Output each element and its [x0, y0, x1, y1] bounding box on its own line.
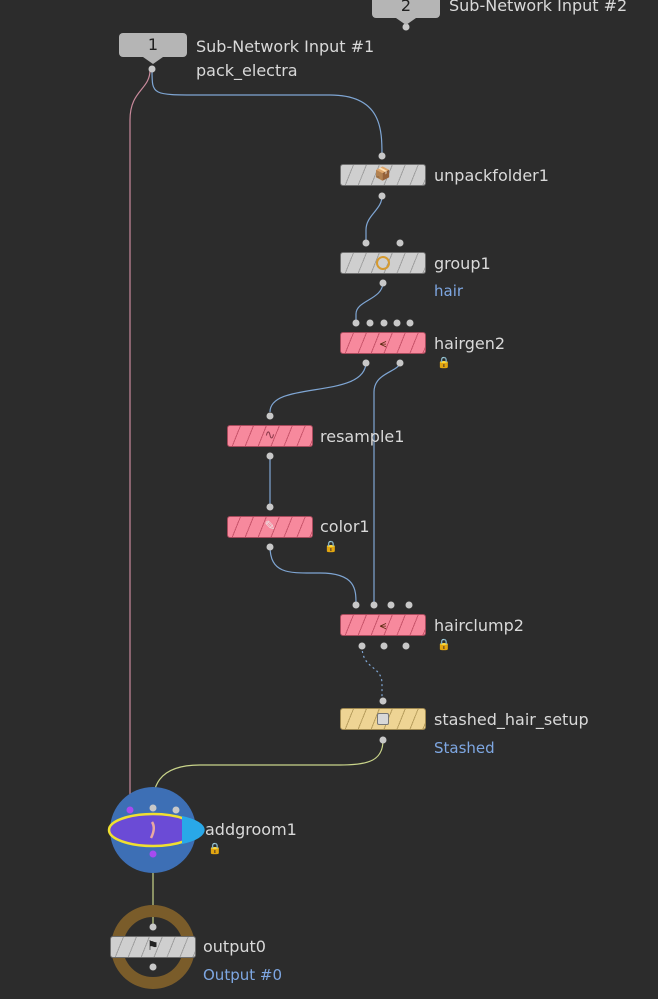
subnet-input-1-comment: pack_electra: [196, 61, 298, 80]
paint-tube-icon: ✎: [264, 519, 276, 534]
stashed-hair-setup-label: stashed_hair_setup: [434, 710, 589, 729]
wire-input1-addgroom1: [129, 69, 151, 810]
group1-label: group1: [434, 254, 491, 273]
hairgen2-label: hairgen2: [434, 334, 506, 353]
wire-stash-addgroom1: [152, 739, 384, 807]
addgroom1-label: addgroom1: [205, 820, 297, 839]
subnet-input-1-number: 1: [147, 35, 159, 54]
checkered-flag-icon: ⚑: [147, 939, 159, 954]
hairclump2-label: hairclump2: [434, 616, 524, 635]
output0-label: output0: [203, 937, 266, 956]
resample1-node[interactable]: ∿: [227, 425, 313, 447]
hair-clump-icon: ⪪: [379, 618, 387, 632]
unpack-folder-icon: 📦: [374, 167, 392, 182]
color1-node[interactable]: ✎: [227, 516, 313, 538]
stashed-hair-setup-comment: Stashed: [434, 739, 495, 757]
group1-node[interactable]: [340, 252, 426, 274]
subnet-input-2[interactable]: 2: [372, 0, 440, 18]
lock-icon: 🔒: [324, 540, 338, 553]
stashed-hair-setup-node[interactable]: [340, 708, 426, 730]
lock-icon: 🔒: [208, 842, 222, 855]
lock-icon: 🔒: [437, 356, 451, 369]
wire-hairclump2-stash: [361, 645, 383, 700]
wire-input1-unpackfolder1: [151, 69, 383, 157]
subnet-input-1-label: Sub-Network Input #1: [196, 37, 375, 56]
stash-box-icon: [372, 710, 394, 728]
output0-node[interactable]: ⚑: [110, 936, 196, 958]
output0-comment: Output #0: [203, 966, 282, 984]
wire-hairgen2-resample1: [269, 361, 367, 413]
resample-wave-icon: ∿: [264, 428, 276, 443]
wire-group1-hairgen2: [355, 281, 384, 322]
lock-icon: 🔒: [437, 638, 451, 651]
resample1-label: resample1: [320, 427, 405, 446]
hairclump2-node[interactable]: ⪪: [340, 614, 426, 636]
group-ring-icon: [372, 254, 394, 272]
unpackfolder1-label: unpackfolder1: [434, 166, 549, 185]
color1-label: color1: [320, 517, 370, 536]
unpackfolder1-node[interactable]: 📦: [340, 164, 426, 186]
subnet-input-2-label: Sub-Network Input #2: [449, 0, 628, 15]
subnet-input-1[interactable]: 1: [119, 33, 187, 57]
hairgen2-node[interactable]: ⪪: [340, 332, 426, 354]
wire-hairgen2-hairclump2: [373, 361, 401, 604]
wire-unpackfolder1-group1: [365, 195, 383, 242]
hair-generate-icon: ⪪: [379, 336, 387, 350]
wire-color1-hairclump2: [269, 545, 357, 605]
subnet-input-2-number: 2: [400, 0, 412, 15]
groom-feather-icon: [149, 821, 155, 839]
group1-comment: hair: [434, 282, 464, 300]
